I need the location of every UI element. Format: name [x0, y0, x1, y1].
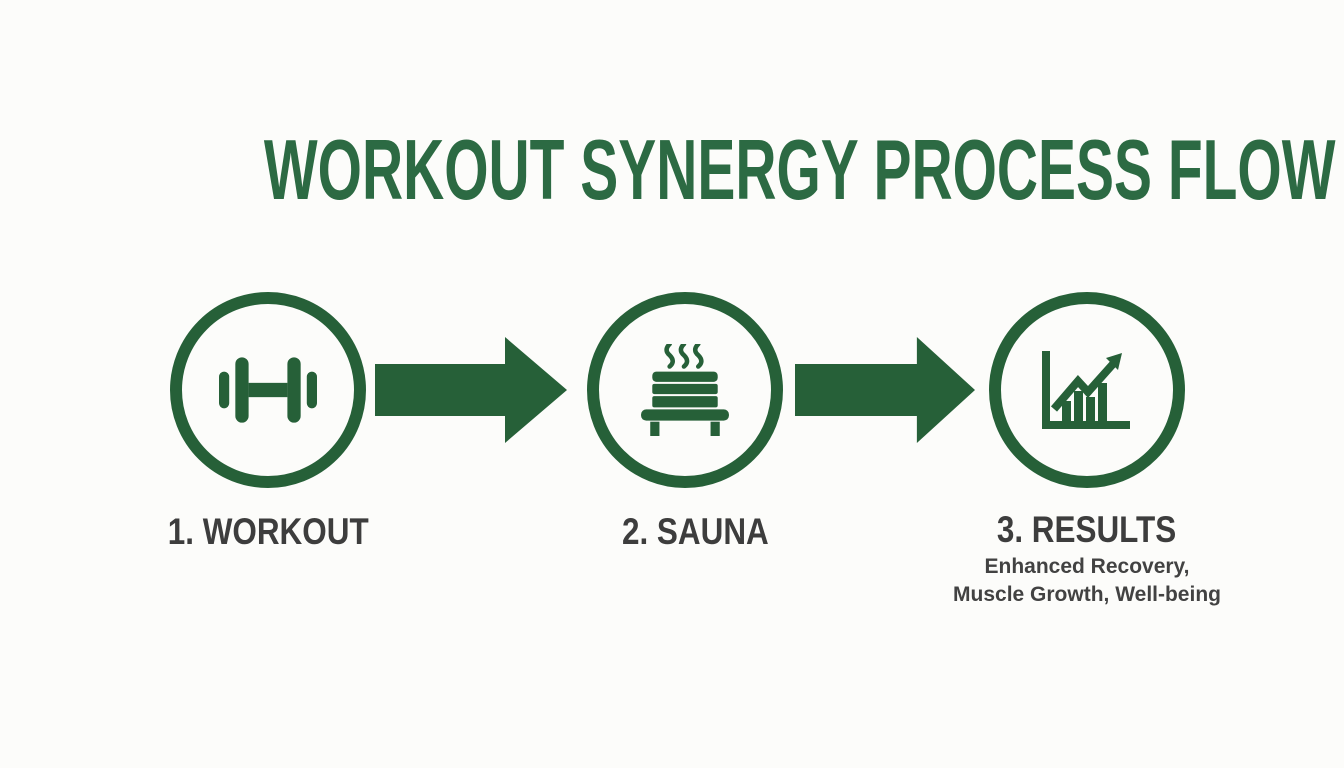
results-subtitle: Enhanced Recovery, Muscle Growth, Well-b…	[917, 553, 1257, 609]
step-circle-workout	[170, 292, 366, 488]
arrow-right-icon	[795, 337, 975, 443]
step-label-sauna: 2. SAUNA	[621, 511, 769, 552]
results-subtitle-line2: Muscle Growth, Well-being	[953, 583, 1221, 606]
growth-chart-icon	[1042, 351, 1130, 429]
step-circle-sauna	[587, 292, 783, 488]
page-title: WORKOUT SYNERGY PROCESS FLOW	[0, 128, 1344, 213]
step-circle-results	[989, 292, 1185, 488]
step-label-workout: 1. WORKOUT	[167, 511, 369, 552]
results-subtitle-line1: Enhanced Recovery,	[984, 555, 1190, 578]
steam-icon	[664, 344, 704, 369]
page-title-text: WORKOUT SYNERGY PROCESS FLOW	[263, 123, 1336, 218]
arrow-right-icon	[375, 337, 567, 443]
dumbbell-icon	[219, 357, 317, 423]
sauna-bench-icon	[641, 344, 729, 436]
step-label-results: 3. RESULTS	[997, 509, 1177, 550]
